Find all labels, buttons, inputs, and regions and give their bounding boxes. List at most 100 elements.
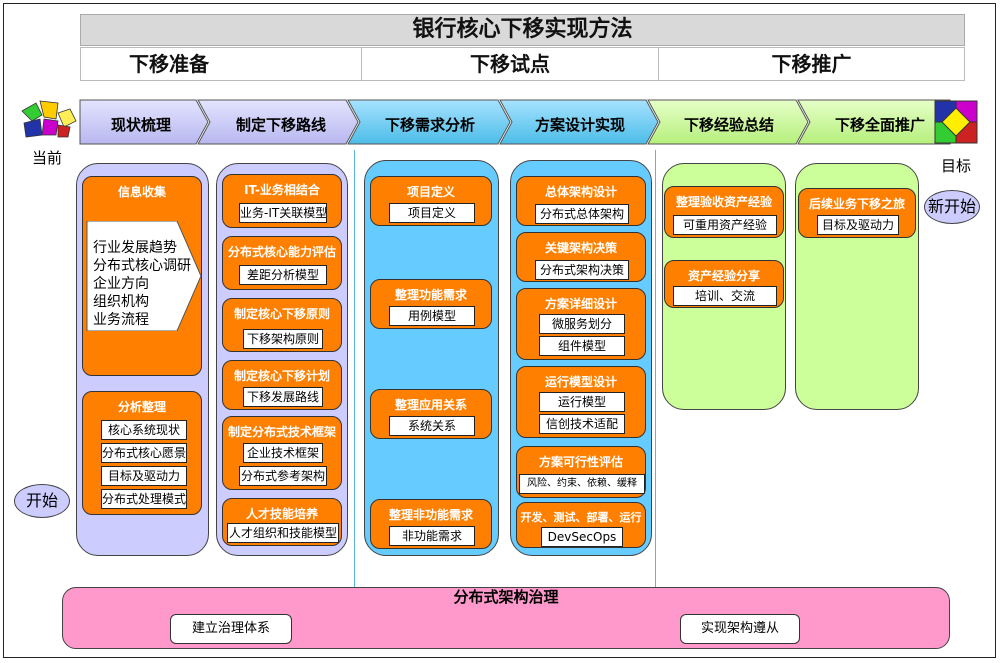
diagram-title: 银行核心下移实现方法 (80, 14, 965, 46)
card-key-decisions: 关键架构决策 分布式架构决策 (516, 232, 646, 282)
card-title: 整理验收资产经验 (675, 195, 772, 209)
step-label-3: 下移需求分析 (384, 116, 475, 134)
tag: 分布式架构决策 (535, 260, 629, 280)
tag: 核心系统现状 (101, 420, 187, 440)
card-title: 人才技能培养 (245, 507, 318, 521)
info-item: 业务流程 (93, 312, 149, 328)
new-start-oval: 新开始 (924, 190, 980, 224)
column-requirements (364, 160, 499, 556)
diagram-frame (3, 3, 996, 658)
current-label: 当前 (31, 149, 62, 167)
chevron-step-2 (197, 99, 359, 145)
tag: 目标及驱动力 (817, 215, 899, 235)
card-title: 整理功能需求 (394, 288, 467, 302)
tag: 分布式总体架构 (535, 204, 629, 224)
card-title: 整理应用关系 (394, 398, 467, 412)
card-title: 制定分布式技术框架 (227, 425, 336, 439)
puzzle-complete-icon (934, 100, 978, 144)
card-asset-experience: 整理验收资产经验 可重用资产经验 (664, 186, 784, 238)
tag: 分布式核心愿景 (101, 443, 187, 463)
target-label: 目标 (940, 157, 971, 175)
tag: 微服务划分 (539, 314, 625, 334)
tag: 项目定义 (389, 203, 475, 223)
tag: 运行模型 (539, 392, 625, 412)
step-label-1: 现状梳理 (110, 116, 171, 134)
card-title: 资产经验分享 (687, 269, 760, 283)
tag: 用例模型 (389, 306, 475, 326)
tag: 组件模型 (539, 336, 625, 356)
governance-tag-compliance: 实现架构遵从 (680, 614, 800, 644)
card-title: 总体架构设计 (544, 185, 617, 199)
card-runtime-model: 运行模型设计 运行模型 信创技术适配 (516, 366, 646, 438)
tag: 目标及驱动力 (101, 466, 187, 486)
chevron-step-5 (647, 99, 809, 145)
tag: 可重用资产经验 (673, 215, 777, 235)
step-label-6: 下移全面推广 (834, 116, 925, 134)
info-item: 行业发展趋势 (93, 240, 177, 256)
phase-pilot: 下移试点 (361, 47, 659, 81)
tag: 下移发展路线 (243, 387, 323, 407)
tag: 系统关系 (389, 416, 475, 436)
card-title: 关键架构决策 (544, 241, 617, 255)
card-title: 后续业务下移之旅 (808, 197, 905, 211)
card-overall-architecture: 总体架构设计 分布式总体架构 (516, 176, 646, 226)
tag: 下移架构原则 (243, 329, 323, 349)
card-capability-eval: 分布式核心能力评估 差距分析模型 (222, 236, 342, 290)
card-asset-sharing: 资产经验分享 培训、交流 (664, 260, 784, 308)
card-it-business: IT-业务相结合 业务-IT关联模型 (222, 174, 342, 228)
tag: 非功能需求 (389, 526, 475, 546)
card-nonfunctional-req: 整理非功能需求 非功能需求 (370, 499, 492, 549)
card-title: 开发、测试、部署、运行 (520, 511, 642, 524)
tag: 业务-IT关联模型 (239, 203, 327, 223)
card-title: 整理非功能需求 (388, 508, 473, 522)
card-project-definition: 项目定义 项目定义 (370, 176, 492, 226)
card-title: 信息收集 (117, 185, 166, 199)
card-functional-req: 整理功能需求 用例模型 (370, 279, 492, 329)
card-detailed-design: 方案详细设计 微服务划分 组件模型 (516, 288, 646, 360)
card-title: 项目定义 (406, 185, 455, 199)
card-talent: 人才技能培养 人才组织和技能模型 (222, 498, 342, 546)
card-title: 方案可行性评估 (538, 455, 623, 469)
card-title: 制定核心下移原则 (233, 307, 330, 321)
card-tech-framework: 制定分布式技术框架 企业技术框架 分布式参考架构 (222, 416, 342, 490)
step-label-2: 制定下移路线 (235, 116, 326, 134)
card-title: 分析整理 (117, 400, 166, 414)
chevron-step-3 (347, 99, 511, 145)
phase-prepare: 下移准备 (80, 47, 362, 81)
card-next-migration: 后续业务下移之旅 目标及驱动力 (798, 188, 916, 238)
puzzle-scattered-icon (21, 100, 77, 138)
info-item: 企业方向 (93, 276, 149, 292)
phase-divider-1 (354, 150, 355, 590)
card-app-relations: 整理应用关系 系统关系 (370, 389, 492, 439)
step-label-5: 下移经验总结 (683, 116, 774, 134)
chevron-step-4 (499, 99, 659, 145)
card-principles: 制定核心下移原则 下移架构原则 (222, 298, 342, 352)
tag: 信创技术适配 (539, 414, 625, 434)
card-title: IT-业务相结合 (244, 183, 320, 197)
info-arrow-shape (86, 221, 202, 331)
card-devops: 开发、测试、部署、运行 DevSecOps (516, 502, 646, 548)
phase-rollout: 下移推广 (658, 47, 965, 81)
step-chevrons (79, 99, 963, 145)
governance-tag-system: 建立治理体系 (170, 614, 292, 644)
chevron-step-1 (79, 99, 209, 145)
tag: 差距分析模型 (239, 265, 327, 285)
card-title: 分布式核心能力评估 (227, 245, 336, 259)
card-feasibility: 方案可行性评估 风险、约束、依赖、缓释 (516, 446, 646, 498)
card-title: 制定核心下移计划 (233, 369, 330, 383)
card-analysis: 分析整理 核心系统现状 分布式核心愿景 目标及驱动力 分布式处理模式 (82, 391, 202, 515)
card-title: 方案详细设计 (544, 297, 617, 311)
info-item-list: 行业发展趋势 分布式核心调研 企业方向 组织机构 业务流程 (93, 239, 203, 329)
governance-title: 分布式架构治理 (453, 588, 559, 606)
tag: 分布式处理模式 (101, 489, 187, 509)
tag: 培训、交流 (673, 286, 777, 306)
card-title: 运行模型设计 (544, 375, 617, 389)
column-route-planning (216, 163, 348, 556)
tag: 风险、约束、依赖、缓释 (519, 474, 645, 494)
start-oval: 开始 (14, 484, 70, 518)
info-item: 组织机构 (93, 294, 149, 310)
info-item: 分布式核心调研 (93, 258, 191, 274)
tag: 分布式参考架构 (239, 466, 327, 486)
tag: 人才组织和技能模型 (227, 523, 339, 543)
step-label-4: 方案设计实现 (534, 116, 625, 134)
